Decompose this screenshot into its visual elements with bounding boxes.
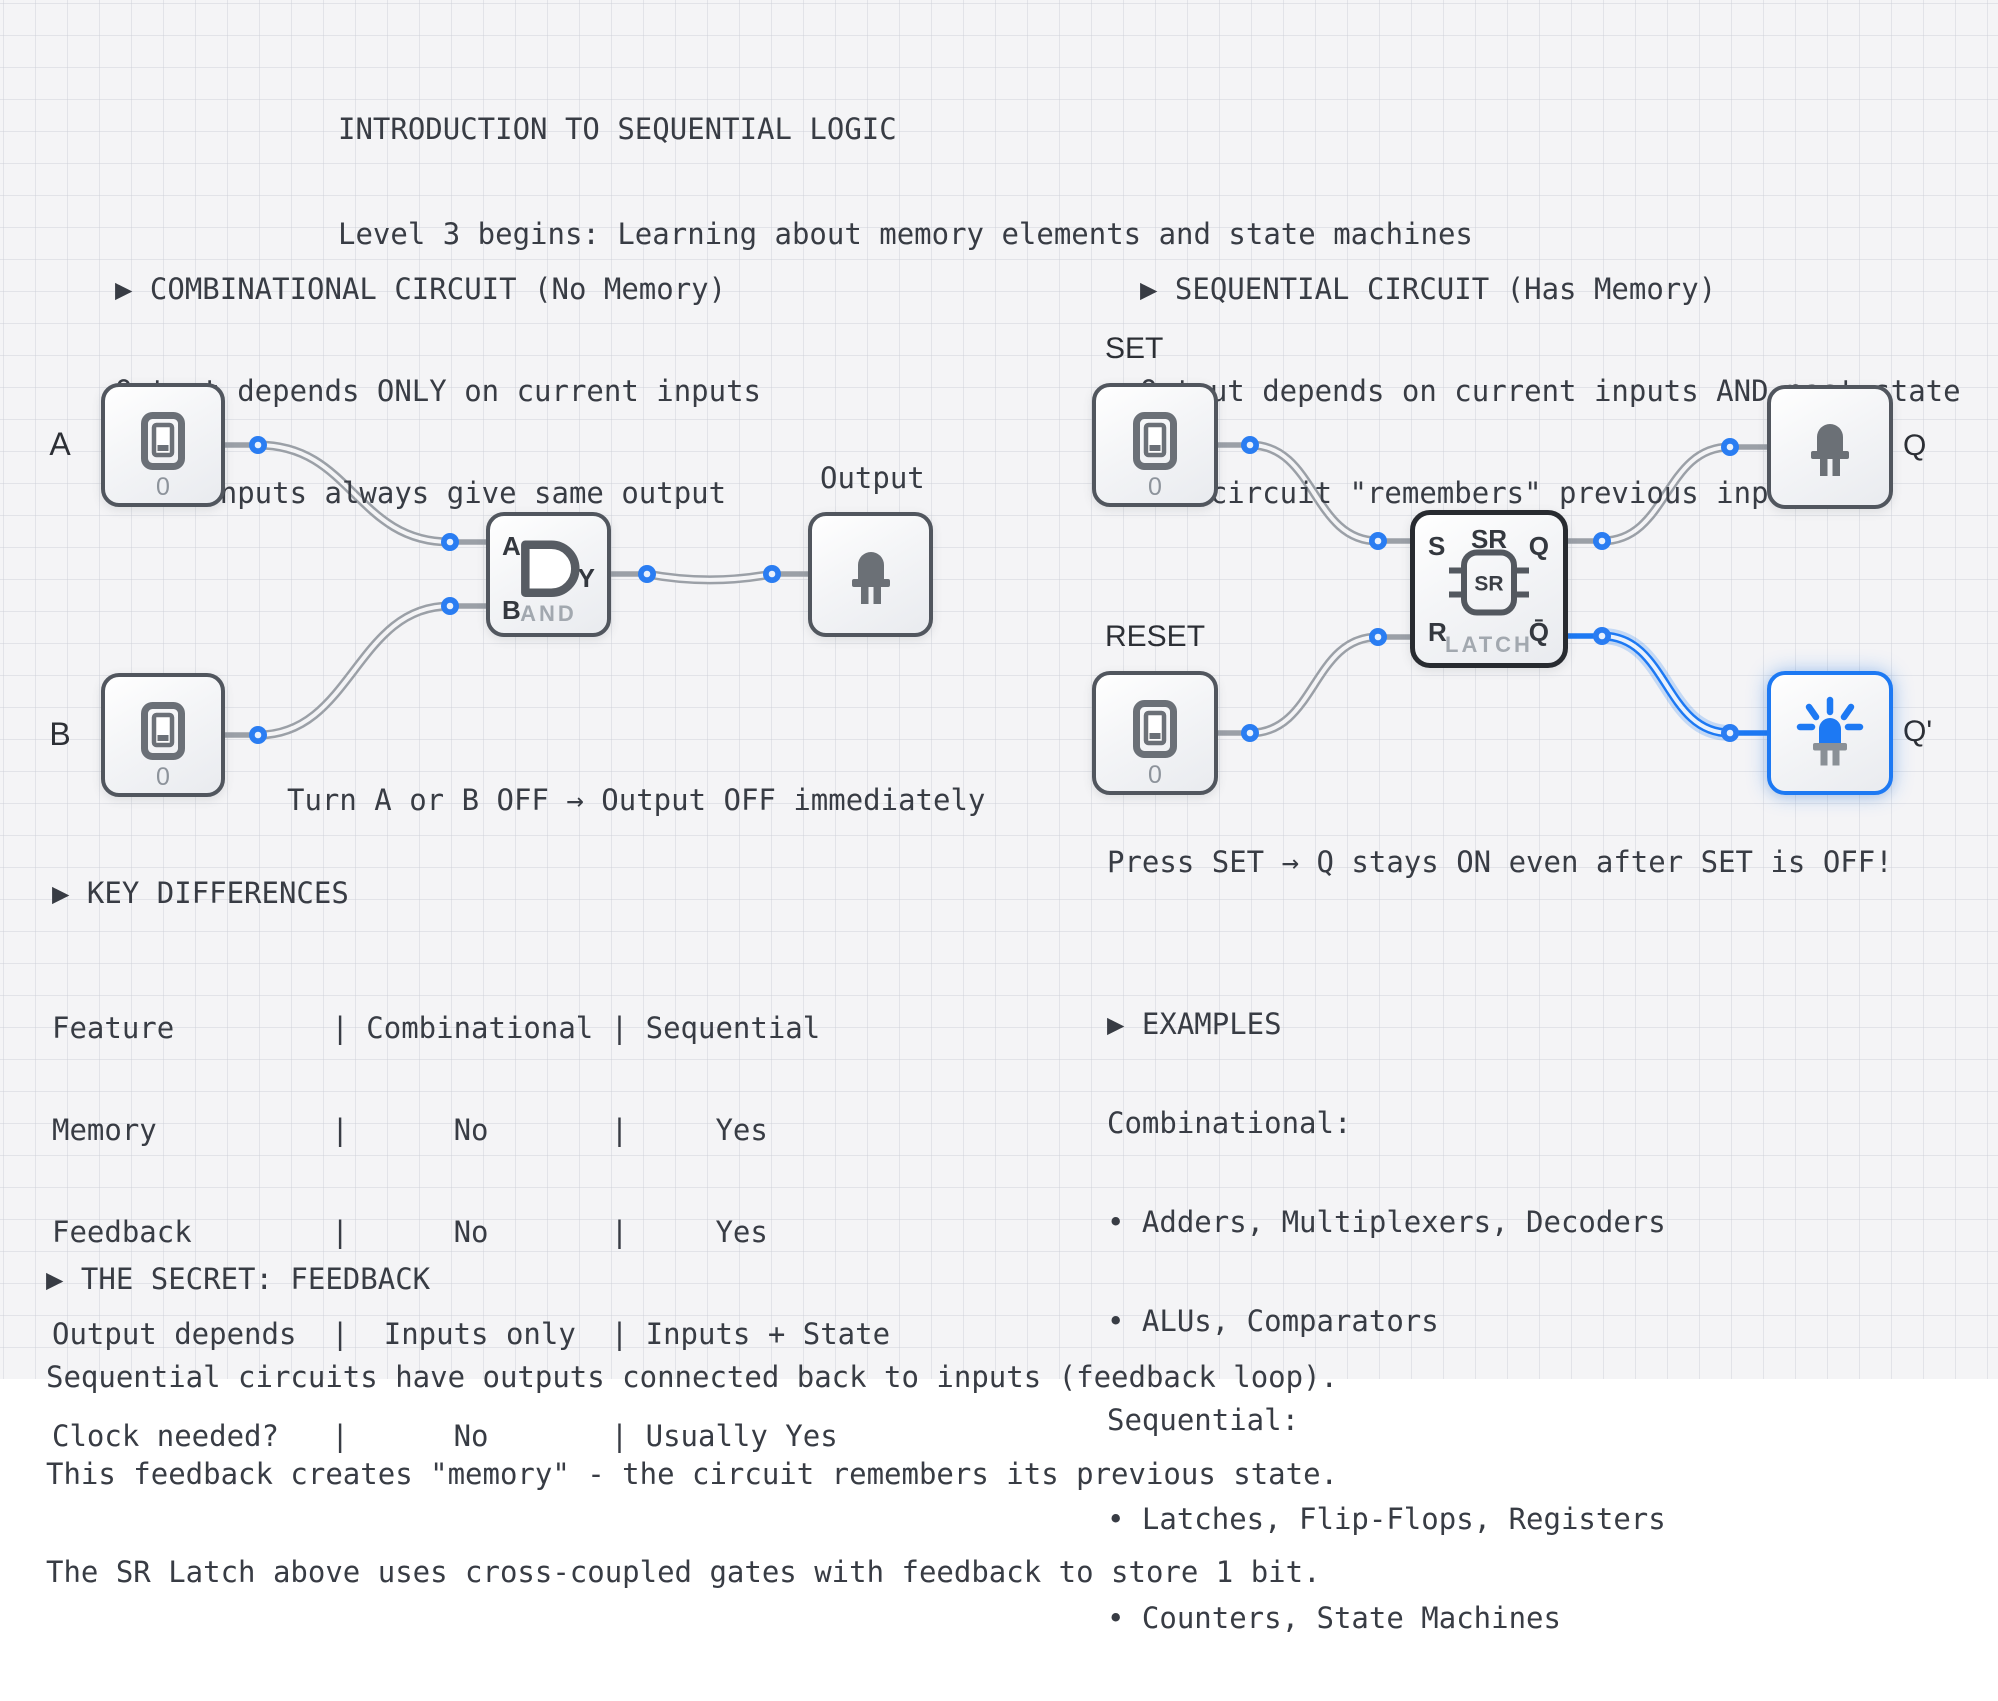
led-off-icon <box>1811 424 1849 476</box>
secret-line: This feedback creates "memory" - the cir… <box>46 1457 1339 1491</box>
latch-type-label: LATCH <box>1445 632 1533 657</box>
latch-r-port-label: R <box>1428 617 1447 647</box>
and-gate-input-a-label: A <box>502 531 521 561</box>
connection-point[interactable] <box>1593 627 1611 645</box>
input-b-label: B <box>49 716 71 752</box>
combinational-caption: Turn A or B OFF → Output OFF immediately <box>287 783 986 817</box>
page-title: INTRODUCTION TO SEQUENTIAL LOGIC Level 3… <box>338 42 1473 322</box>
output-node-label: Output <box>820 461 925 495</box>
connection-point[interactable] <box>1241 724 1259 742</box>
examples-line: • ALUs, Comparators <box>1107 1304 1439 1338</box>
and-gate-output-label: Y <box>577 563 595 593</box>
q-output-label: Q <box>1903 429 1927 462</box>
and-gate-input-b-label: B <box>502 595 521 625</box>
led-rays <box>1796 696 1864 731</box>
led-off-icon <box>851 551 890 604</box>
qprime-led-body <box>1771 675 1889 791</box>
sequential-header: ▶ SEQUENTIAL CIRCUIT (Has Memory) <box>1140 272 1717 306</box>
connection-point[interactable] <box>441 597 459 615</box>
wire-switch-b-to-and-core <box>256 604 452 737</box>
and-gate-symbol-wrap <box>517 540 589 602</box>
secret-line: The SR Latch above uses cross-coupled ga… <box>46 1554 1321 1589</box>
toggle-switch-icon <box>141 702 185 760</box>
secret-block: ▶ THE SECRET: FEEDBACK Sequential circui… <box>46 1198 1338 1653</box>
table-row: Feedback | No | Yes <box>52 1215 768 1249</box>
wire-reset-to-latch <box>1245 632 1383 738</box>
secret-line: Sequential circuits have outputs connect… <box>46 1359 1339 1394</box>
and-gate[interactable]: A B Y AND <box>486 512 611 637</box>
set-label: SET <box>1105 332 1164 365</box>
wire-latch-to-led-qprime-glow <box>1594 628 1738 741</box>
wire-switch-b-to-and <box>253 601 455 740</box>
wire-latch-to-led-qprime <box>1597 631 1735 738</box>
table-row: Memory | No | Yes <box>52 1113 768 1147</box>
q-led-body <box>1771 389 1889 505</box>
q-led[interactable] <box>1767 385 1893 509</box>
toggle-switch-reset-body: 0 <box>1096 675 1214 791</box>
output-led[interactable] <box>808 512 933 637</box>
led-on-icon <box>1796 696 1864 766</box>
connection-point[interactable] <box>763 565 781 583</box>
examples-line: Combinational: <box>1107 1106 1352 1140</box>
table-row: Feature | Combinational | Sequential <box>52 1011 821 1045</box>
title-line-2: Level 3 begins: Learning about memory el… <box>338 217 1473 251</box>
connection-point[interactable] <box>1369 628 1387 646</box>
and-gate-icon <box>520 540 579 597</box>
toggle-switch-icon <box>1133 412 1177 470</box>
latch-top-label: SR <box>1470 524 1508 554</box>
connection-point[interactable] <box>249 726 267 744</box>
toggle-switch-a-body: 0 <box>105 387 221 503</box>
toggle-switch-reset[interactable]: 0 <box>1092 671 1218 795</box>
sequential-desc-1: Output depends on current inputs AND pas… <box>1140 374 1961 408</box>
output-led-body <box>812 516 929 633</box>
wire-reset-to-latch-core <box>1248 635 1380 735</box>
key-differences-header: ▶ KEY DIFFERENCES <box>52 876 349 910</box>
examples-line: • Adders, Multiplexers, Decoders <box>1107 1205 1666 1239</box>
and-gate-type-label: AND <box>520 601 577 626</box>
switch-a-value: 0 <box>156 473 170 501</box>
sequential-caption: Press SET → Q stays ON even after SET is… <box>1107 845 1893 879</box>
toggle-switch-icon <box>141 412 185 470</box>
set-switch-value: 0 <box>1148 473 1162 501</box>
title-line-1: INTRODUCTION TO SEQUENTIAL LOGIC <box>338 112 897 146</box>
input-a-label: A <box>49 426 71 462</box>
toggle-switch-a[interactable]: 0 <box>101 383 225 507</box>
chip-icon: SR <box>1449 549 1529 616</box>
table-row: Output depends | Inputs only | Inputs + … <box>52 1317 891 1351</box>
toggle-switch-b[interactable]: 0 <box>101 673 225 797</box>
latch-qbar-port-label: Q̄ <box>1528 617 1549 647</box>
reset-switch-value: 0 <box>1148 761 1162 789</box>
toggle-switch-b-body: 0 <box>105 677 221 793</box>
toggle-switch-set-body: 0 <box>1096 387 1214 503</box>
latch-q-port-label: Q <box>1528 531 1549 561</box>
connection-point[interactable] <box>1721 724 1739 742</box>
latch-s-port-label: S <box>1428 531 1446 561</box>
wire-latch-to-led-qprime-core <box>1600 634 1732 735</box>
secret-header: ▶ THE SECRET: FEEDBACK <box>46 1262 431 1296</box>
examples-header: ▶ EXAMPLES <box>1107 1007 1282 1041</box>
reset-label: RESET <box>1105 620 1206 653</box>
combinational-header: ▶ COMBINATIONAL CIRCUIT (No Memory) <box>115 272 727 306</box>
qprime-led-lit[interactable] <box>1767 671 1893 795</box>
chip-label: SR <box>1474 572 1503 595</box>
sr-latch[interactable]: S SR Q R Q̄ SR LATCH <box>1410 510 1568 668</box>
latch-chip-wrap: SR <box>1441 546 1537 623</box>
toggle-switch-set[interactable]: 0 <box>1092 383 1218 507</box>
circuit-canvas: INTRODUCTION TO SEQUENTIAL LOGIC Level 3… <box>0 0 1998 1635</box>
qprime-output-label: Q' <box>1903 715 1933 748</box>
switch-b-value: 0 <box>156 763 170 791</box>
toggle-switch-icon <box>1133 700 1177 758</box>
